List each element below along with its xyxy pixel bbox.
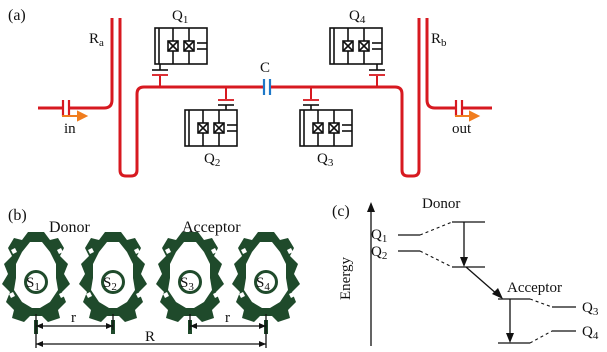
q1-label: Q1	[172, 8, 188, 26]
rb-label: Rb	[431, 31, 447, 49]
s3-label: S3	[180, 275, 194, 293]
s2-label: S2	[103, 275, 117, 293]
resonator-rb	[425, 18, 455, 110]
panel-a-label: (a)	[8, 7, 26, 24]
distance-r-left	[35, 314, 114, 330]
qubit-q2	[185, 110, 237, 146]
q2-label: Q2	[204, 151, 220, 169]
acceptor-label-c: Acceptor	[507, 280, 562, 296]
R-label: R	[145, 329, 155, 345]
level-q3-label: Q3	[582, 300, 599, 318]
transfer-arrow	[465, 266, 499, 296]
donor-label-c: Donor	[422, 196, 460, 212]
panel-b-label: (b)	[8, 207, 27, 224]
acceptor-label-b: Acceptor	[182, 219, 241, 236]
q3-label: Q3	[317, 151, 334, 169]
coupler-label: C	[260, 60, 270, 76]
resonator-ra	[82, 18, 114, 110]
resonator-rb-outer	[280, 18, 421, 178]
s4-label: S4	[256, 275, 270, 293]
q4-label: Q4	[349, 8, 366, 26]
level-q1-label: Q1	[371, 227, 387, 245]
s1-label: S1	[26, 275, 40, 293]
energy-axis-label: Energy	[338, 256, 354, 300]
resonator-ra-outer	[118, 18, 255, 178]
distance-r-right	[189, 314, 267, 348]
out-label: out	[452, 121, 472, 137]
r-label-left: r	[71, 310, 76, 326]
in-label: in	[64, 121, 76, 137]
level-q4-label: Q4	[582, 324, 599, 342]
distance-R	[35, 330, 266, 348]
level-q2-label: Q2	[371, 244, 387, 262]
qubit-q4	[330, 28, 382, 64]
donor-label-b: Donor	[49, 219, 91, 236]
ra-label: Ra	[89, 31, 104, 49]
qubit-q1	[155, 28, 207, 64]
r-label-right: r	[225, 310, 230, 326]
panel-c-label: (c)	[332, 203, 350, 220]
qubit-q3	[300, 110, 352, 146]
